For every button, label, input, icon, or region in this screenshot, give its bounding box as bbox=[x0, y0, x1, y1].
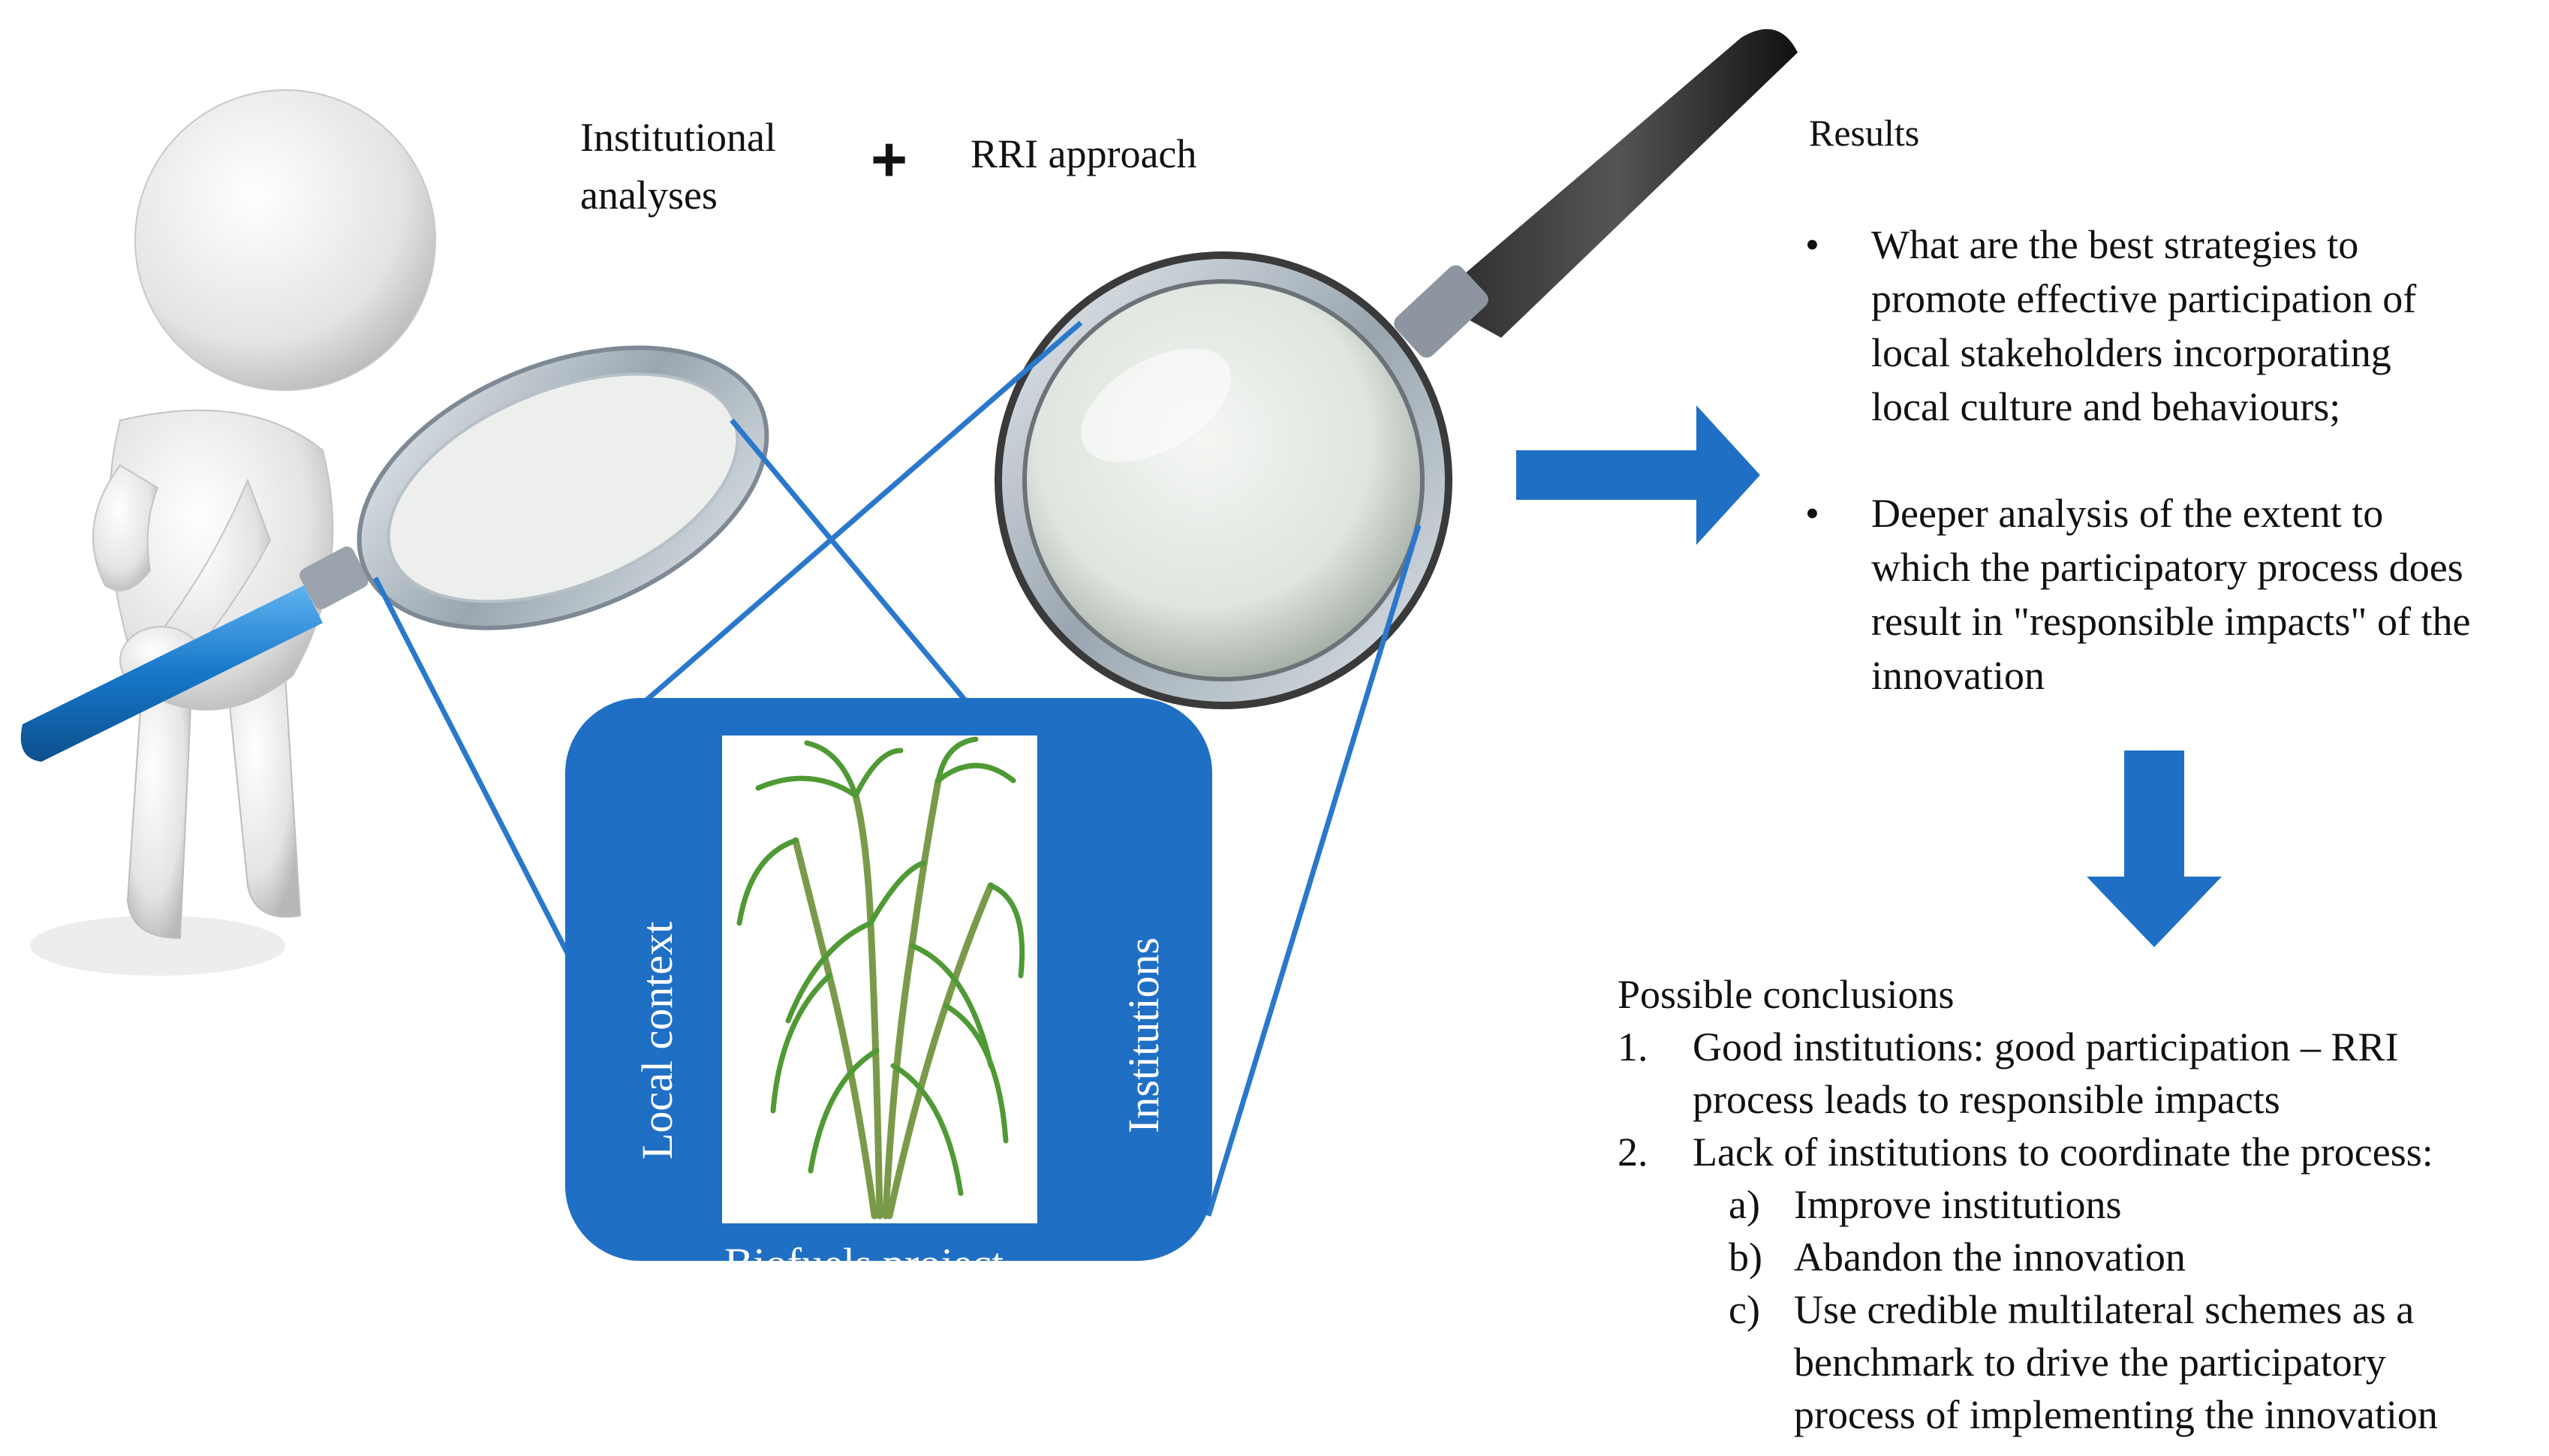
bullet-icon: • bbox=[1805, 491, 1819, 536]
conclusions-block: Possible conclusions 1. Good institution… bbox=[1618, 968, 2541, 1441]
conclusion-subitem-c: c) Use credible multilateral schemes as … bbox=[1729, 1287, 2438, 1437]
results-title: Results bbox=[1809, 112, 1920, 154]
plus-sign: + bbox=[871, 124, 908, 194]
right-arrow-icon bbox=[1516, 405, 1760, 545]
conclusions-title: Possible conclusions bbox=[1618, 972, 1955, 1017]
label-institutions: Institutions bbox=[1119, 937, 1168, 1133]
results-item-2: • Deeper analysis of the extent to which… bbox=[1805, 486, 2541, 702]
conclusion-item-1: 1. Good institutions: good participation… bbox=[1618, 1024, 2399, 1122]
small-magnifier-icon bbox=[20, 345, 769, 762]
conclusion-subitem-a: a) Improve institutions bbox=[1729, 1182, 2122, 1227]
label-rri-approach: RRI approach bbox=[971, 131, 1197, 176]
plant-icon bbox=[736, 736, 1025, 1220]
conclusion-subitem-b: b) Abandon the innovation bbox=[1729, 1235, 2186, 1280]
results-item-1: • What are the best strategies to promot… bbox=[1805, 218, 2541, 434]
down-arrow-icon bbox=[2087, 751, 2222, 947]
large-magnifier-icon bbox=[995, 29, 1798, 709]
figure-person-icon bbox=[30, 89, 436, 976]
label-institutional: Institutional bbox=[580, 115, 776, 160]
bullet-icon: • bbox=[1805, 222, 1819, 267]
label-analyses: analyses bbox=[580, 173, 718, 218]
results-list: • What are the best strategies to promot… bbox=[1805, 218, 2541, 755]
label-local-context: Local context bbox=[633, 921, 682, 1160]
conclusion-item-2: 2. Lack of institutions to coordinate th… bbox=[1618, 1130, 2433, 1175]
label-biofuels-project: Biofuels project bbox=[724, 1239, 1004, 1288]
